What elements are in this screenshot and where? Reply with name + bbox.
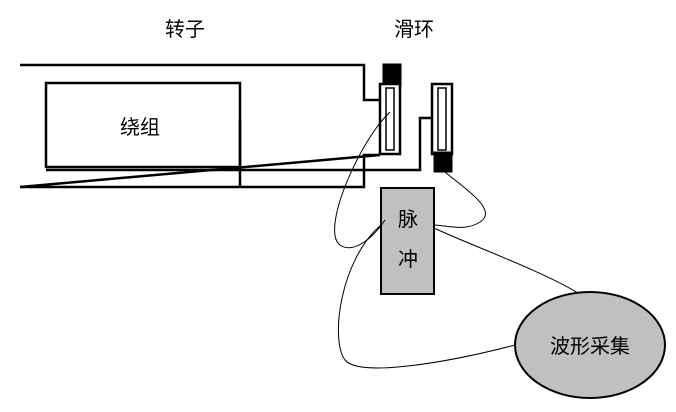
slip-ring-1-brush xyxy=(382,63,402,87)
wire-ring2-to-pulse xyxy=(433,171,486,228)
rotor-label: 转子 xyxy=(165,17,205,41)
winding-inner-lead xyxy=(46,116,432,172)
rotor-outline xyxy=(19,63,381,189)
wire-ring1-to-pulse xyxy=(334,111,391,249)
slip-ring-2-brush xyxy=(433,151,453,173)
slip-ring-1-inner xyxy=(385,87,395,151)
winding-label: 绕组 xyxy=(120,115,160,139)
waveform-label: 波形采集 xyxy=(550,334,630,358)
pulse-label-char1: 脉 xyxy=(398,207,418,231)
pulse-label-char2: 冲 xyxy=(398,247,418,271)
slip-ring-2-inner xyxy=(437,87,447,151)
wire-pulse-to-waveform xyxy=(433,227,579,294)
slip-ring-label: 滑环 xyxy=(394,17,434,41)
wire-pulse-bottom-to-waveform xyxy=(337,224,516,369)
pulse-box xyxy=(380,187,435,295)
